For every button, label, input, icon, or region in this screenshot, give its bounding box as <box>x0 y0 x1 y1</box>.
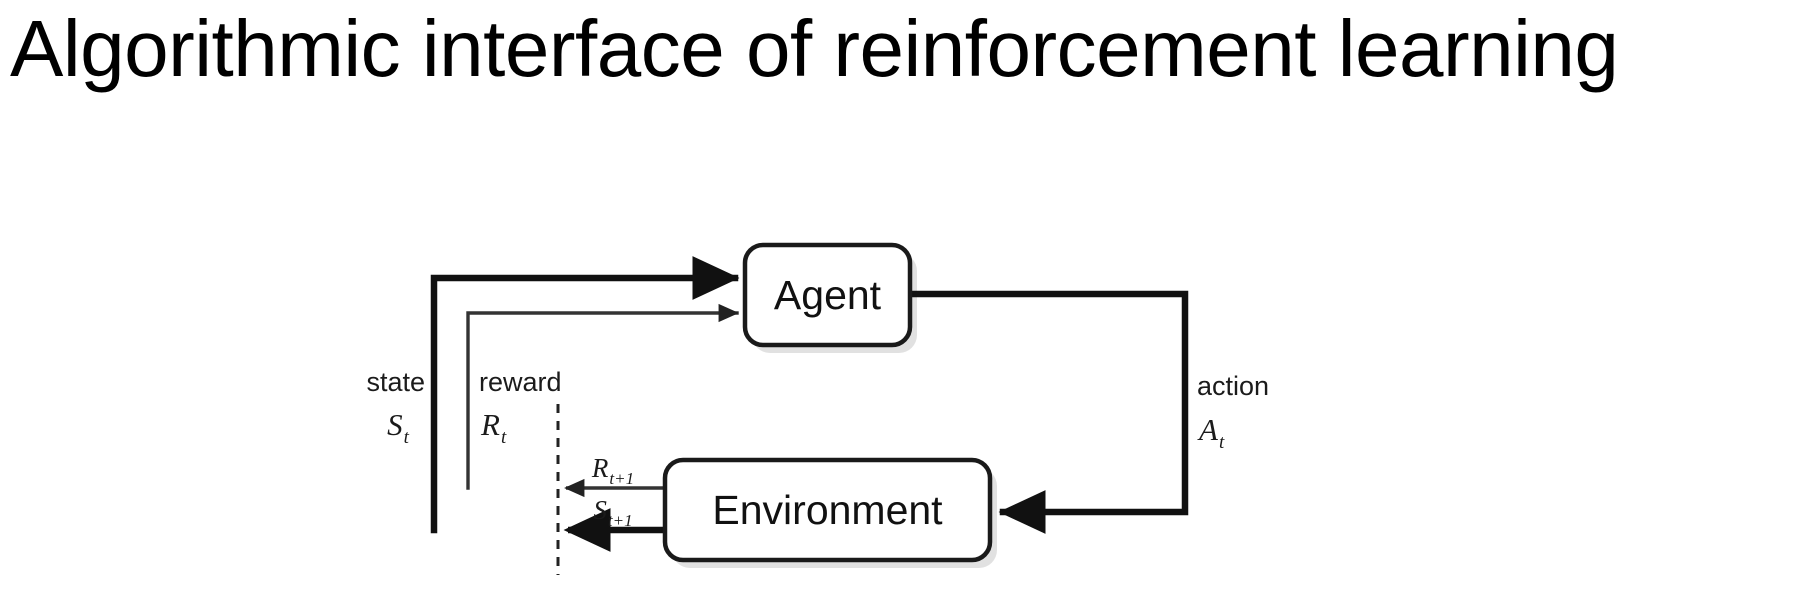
action-edge <box>906 290 1189 534</box>
reward-edge-label-text: reward <box>479 367 562 397</box>
environment-node-label: Environment <box>712 487 943 533</box>
action-edge-label: action At <box>1197 371 1269 453</box>
next-reward-symbol: Rt+1 <box>591 453 634 488</box>
action-edge-label-text: action <box>1197 371 1269 401</box>
next-state-edge-label: St+1 <box>593 495 632 530</box>
state-edge-label-text: state <box>366 367 425 397</box>
action-edge-symbol: At <box>1197 412 1225 453</box>
reward-edge-symbol: Rt <box>480 407 507 448</box>
environment-node: Environment <box>662 457 993 563</box>
reward-edge-label: reward Rt <box>479 367 562 448</box>
next-reward-edge-label: Rt+1 <box>591 453 634 488</box>
state-edge-symbol: St <box>387 407 410 448</box>
agent-node: Agent <box>742 242 913 348</box>
reward-edge <box>466 303 739 490</box>
state-edge <box>430 256 740 534</box>
next-state-symbol: St+1 <box>593 495 632 530</box>
state-edge-label: state St <box>366 367 425 448</box>
page-title: Algorithmic interface of reinforcement l… <box>10 4 1619 93</box>
agent-node-label: Agent <box>774 272 882 318</box>
